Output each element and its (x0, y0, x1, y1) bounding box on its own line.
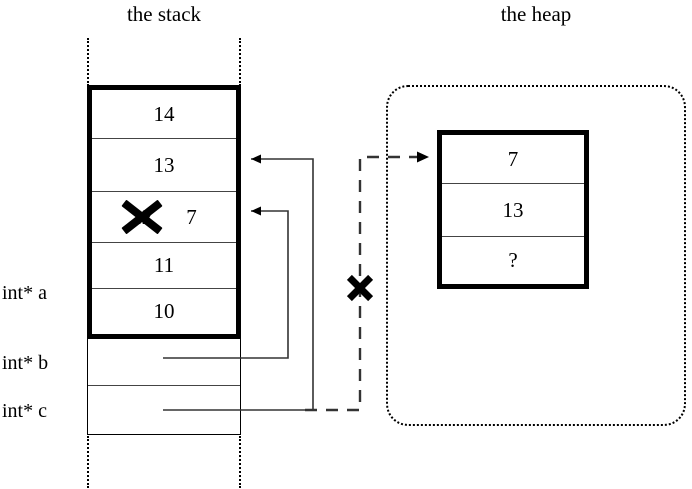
heap-block: 7 13 ? (437, 130, 589, 289)
stack-cell-2-old-value: 12 (131, 204, 153, 229)
stack-cell-1-value: 13 (153, 152, 175, 177)
stack-cell-1: 13 (92, 139, 236, 192)
heap-cell-2: ? (442, 237, 584, 284)
stack-cell-3: 11 (92, 243, 236, 289)
stack-cell-2-new-value: 7 (186, 204, 197, 229)
var-label-c: int* c (2, 400, 47, 422)
stack-frame: 14 13 12 7 11 10 (87, 85, 241, 339)
heap-cell-1: 13 (442, 184, 584, 237)
heap-cell-0: 7 (442, 135, 584, 184)
stack-pointer-slots (87, 339, 241, 435)
stack-bottom-dotted-left (87, 436, 89, 488)
stack-top-dotted-left (87, 38, 89, 86)
stack-slot-b (88, 339, 240, 386)
stack-cell-4: 10 (92, 289, 236, 334)
stack-bottom-dotted-right (239, 436, 241, 488)
struck-value-group: 12 (131, 205, 152, 230)
cancel-x-icon (345, 273, 375, 303)
var-label-a: int* a (2, 282, 47, 304)
heap-cell-0-value: 7 (507, 146, 519, 171)
stack-top-dotted-right (239, 38, 241, 86)
stack-cell-0: 14 (92, 90, 236, 139)
stack-cell-3-value: 11 (153, 253, 175, 277)
heap-cell-2-value: ? (508, 248, 518, 272)
heap-cell-1-value: 13 (502, 197, 524, 222)
heap-title: the heap (500, 2, 572, 26)
stack-slot-c (88, 386, 240, 432)
var-label-b: int* b (2, 352, 49, 374)
stack-title: the stack (126, 2, 202, 26)
stack-cell-4-value: 10 (153, 299, 175, 323)
stack-cell-2: 12 7 (92, 192, 236, 243)
stack-cell-0-value: 14 (153, 101, 175, 126)
